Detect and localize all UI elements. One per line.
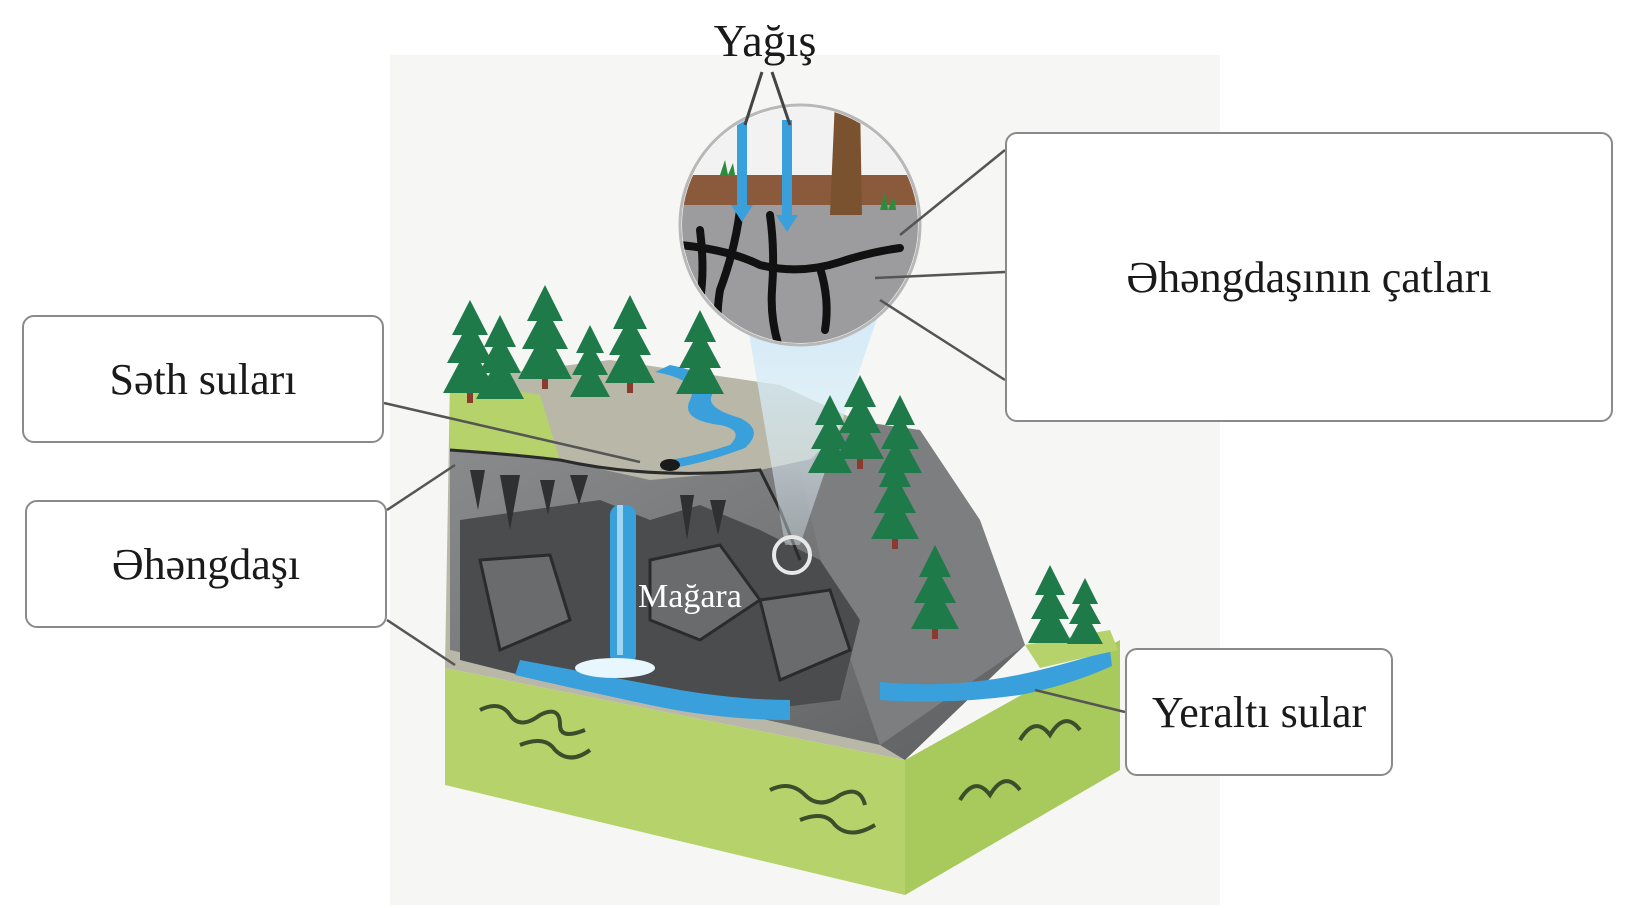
leader-groundwater [1034, 688, 1126, 714]
tree-icon-group [443, 285, 1103, 644]
cave-crack-line [449, 448, 802, 561]
tree-icon [518, 285, 572, 379]
waterfall-highlight [617, 505, 623, 655]
tree-icon [476, 315, 524, 399]
ground-strata-lines [479, 704, 1082, 835]
tree-icon [1067, 578, 1103, 644]
underground-river-right [880, 650, 1112, 702]
limestone-cracks-label: Əhəngdaşının çatları [1126, 252, 1492, 302]
cave-rock-shapes [478, 543, 852, 683]
tree-icon [878, 395, 922, 473]
tree-icon [911, 545, 959, 629]
limestone-hill [800, 420, 1025, 745]
leader-cracks-mid [874, 270, 1006, 280]
limestone-box: Əhəngdaşı [25, 500, 387, 628]
leader-lines [383, 149, 1126, 714]
surface-water-box: Səth suları [22, 315, 384, 443]
limestone-label: Əhəngdaşı [111, 539, 301, 589]
waterfall-splash [575, 658, 655, 678]
stalactites [470, 470, 726, 540]
rain-arrow-icon [731, 120, 798, 232]
surface-stream [655, 365, 754, 470]
left-grass-wedge [450, 380, 560, 460]
ground-side-face [905, 640, 1120, 895]
sinkhole [660, 459, 680, 471]
leader-cracks-top [899, 149, 1006, 236]
leader-limestone-bottom [386, 618, 456, 667]
underground-river-cave [515, 660, 790, 720]
tree-icon [836, 375, 884, 459]
leader-cracks-bottom [879, 298, 1006, 382]
surface-water-label: Səth suları [109, 354, 297, 404]
magnifier-beam [745, 310, 880, 545]
groundwater-label: Yeraltı sular [1151, 687, 1367, 737]
tree-icon [871, 455, 919, 539]
tree-icon [1028, 565, 1072, 643]
tree-trunks [467, 379, 938, 639]
tree-icon [676, 310, 724, 394]
rain-leader-lines [743, 71, 792, 126]
magnifier-target-circle [772, 535, 812, 575]
tree-icon [570, 325, 610, 397]
magnifier-circle-icon [678, 103, 922, 347]
leader-limestone-top [386, 463, 456, 512]
rain-label: Yağış [713, 15, 817, 66]
limestone-cracks-box: Əhəngdaşının çatları [1005, 132, 1613, 422]
leader-surface-water [383, 401, 641, 464]
tree-icon [605, 295, 655, 383]
cave-label: Mağara [638, 578, 742, 615]
groundwater-box: Yeraltı sular [1125, 648, 1393, 776]
